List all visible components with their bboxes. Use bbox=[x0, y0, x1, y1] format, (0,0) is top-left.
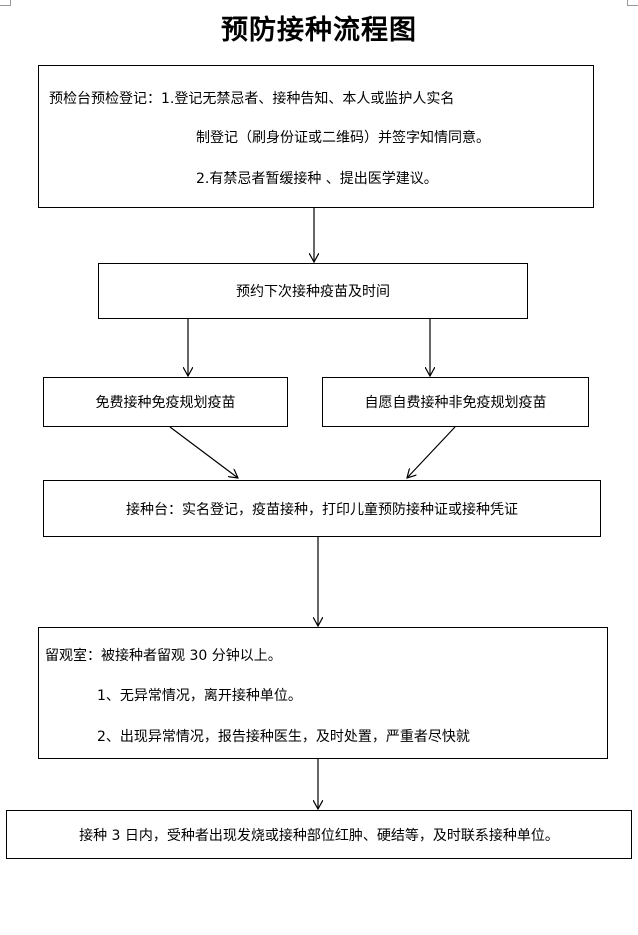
followup-step-box: 接种 3 日内，受种者出现发烧或接种部位红肿、硬结等，及时联系接种单位。 bbox=[6, 810, 632, 859]
free-vaccine-box: 免费接种免疫规划疫苗 bbox=[43, 377, 288, 427]
observation-line-3: 2、出现异常情况，报告接种医生，及时处置，严重者尽快就 bbox=[97, 729, 470, 745]
paid-vaccine-text: 自愿自费接种非免疫规划疫苗 bbox=[364, 395, 547, 411]
page-corner-mark-right bbox=[627, 0, 638, 6]
registration-line-2: 制登记（刷身份证或二维码）并签字知情同意。 bbox=[196, 130, 490, 146]
appointment-step-box: 预约下次接种疫苗及时间 bbox=[98, 263, 528, 319]
free-vaccine-text: 免费接种免疫规划疫苗 bbox=[95, 395, 236, 411]
vaccination-text: 接种台：实名登记，疫苗接种，打印儿童预防接种证或接种凭证 bbox=[126, 501, 518, 518]
arrow-paid-to-vaccination bbox=[407, 426, 456, 478]
registration-line-1: 预检台预检登记：1.登记无禁忌者、接种告知、本人或监护人实名 bbox=[49, 91, 455, 107]
arrow-free-to-vaccination bbox=[169, 426, 238, 478]
paid-vaccine-box: 自愿自费接种非免疫规划疫苗 bbox=[322, 377, 589, 427]
observation-line-1: 留观室：被接种者留观 30 分钟以上。 bbox=[45, 648, 282, 664]
registration-step-box: 预检台预检登记：1.登记无禁忌者、接种告知、本人或监护人实名 制登记（刷身份证或… bbox=[38, 65, 594, 208]
registration-line-3: 2.有禁忌者暂缓接种 、提出医学建议。 bbox=[196, 171, 438, 187]
appointment-text: 预约下次接种疫苗及时间 bbox=[236, 284, 390, 300]
page-corner-mark-left bbox=[0, 0, 11, 6]
flowchart-title: 预防接种流程图 bbox=[221, 15, 417, 46]
observation-step-box: 留观室：被接种者留观 30 分钟以上。 1、无异常情况，离开接种单位。 2、出现… bbox=[38, 627, 608, 759]
observation-line-2: 1、无异常情况，离开接种单位。 bbox=[97, 688, 302, 704]
vaccination-step-box: 接种台：实名登记，疫苗接种，打印儿童预防接种证或接种凭证 bbox=[43, 480, 601, 537]
followup-text: 接种 3 日内，受种者出现发烧或接种部位红肿、硬结等，及时联系接种单位。 bbox=[79, 827, 559, 844]
